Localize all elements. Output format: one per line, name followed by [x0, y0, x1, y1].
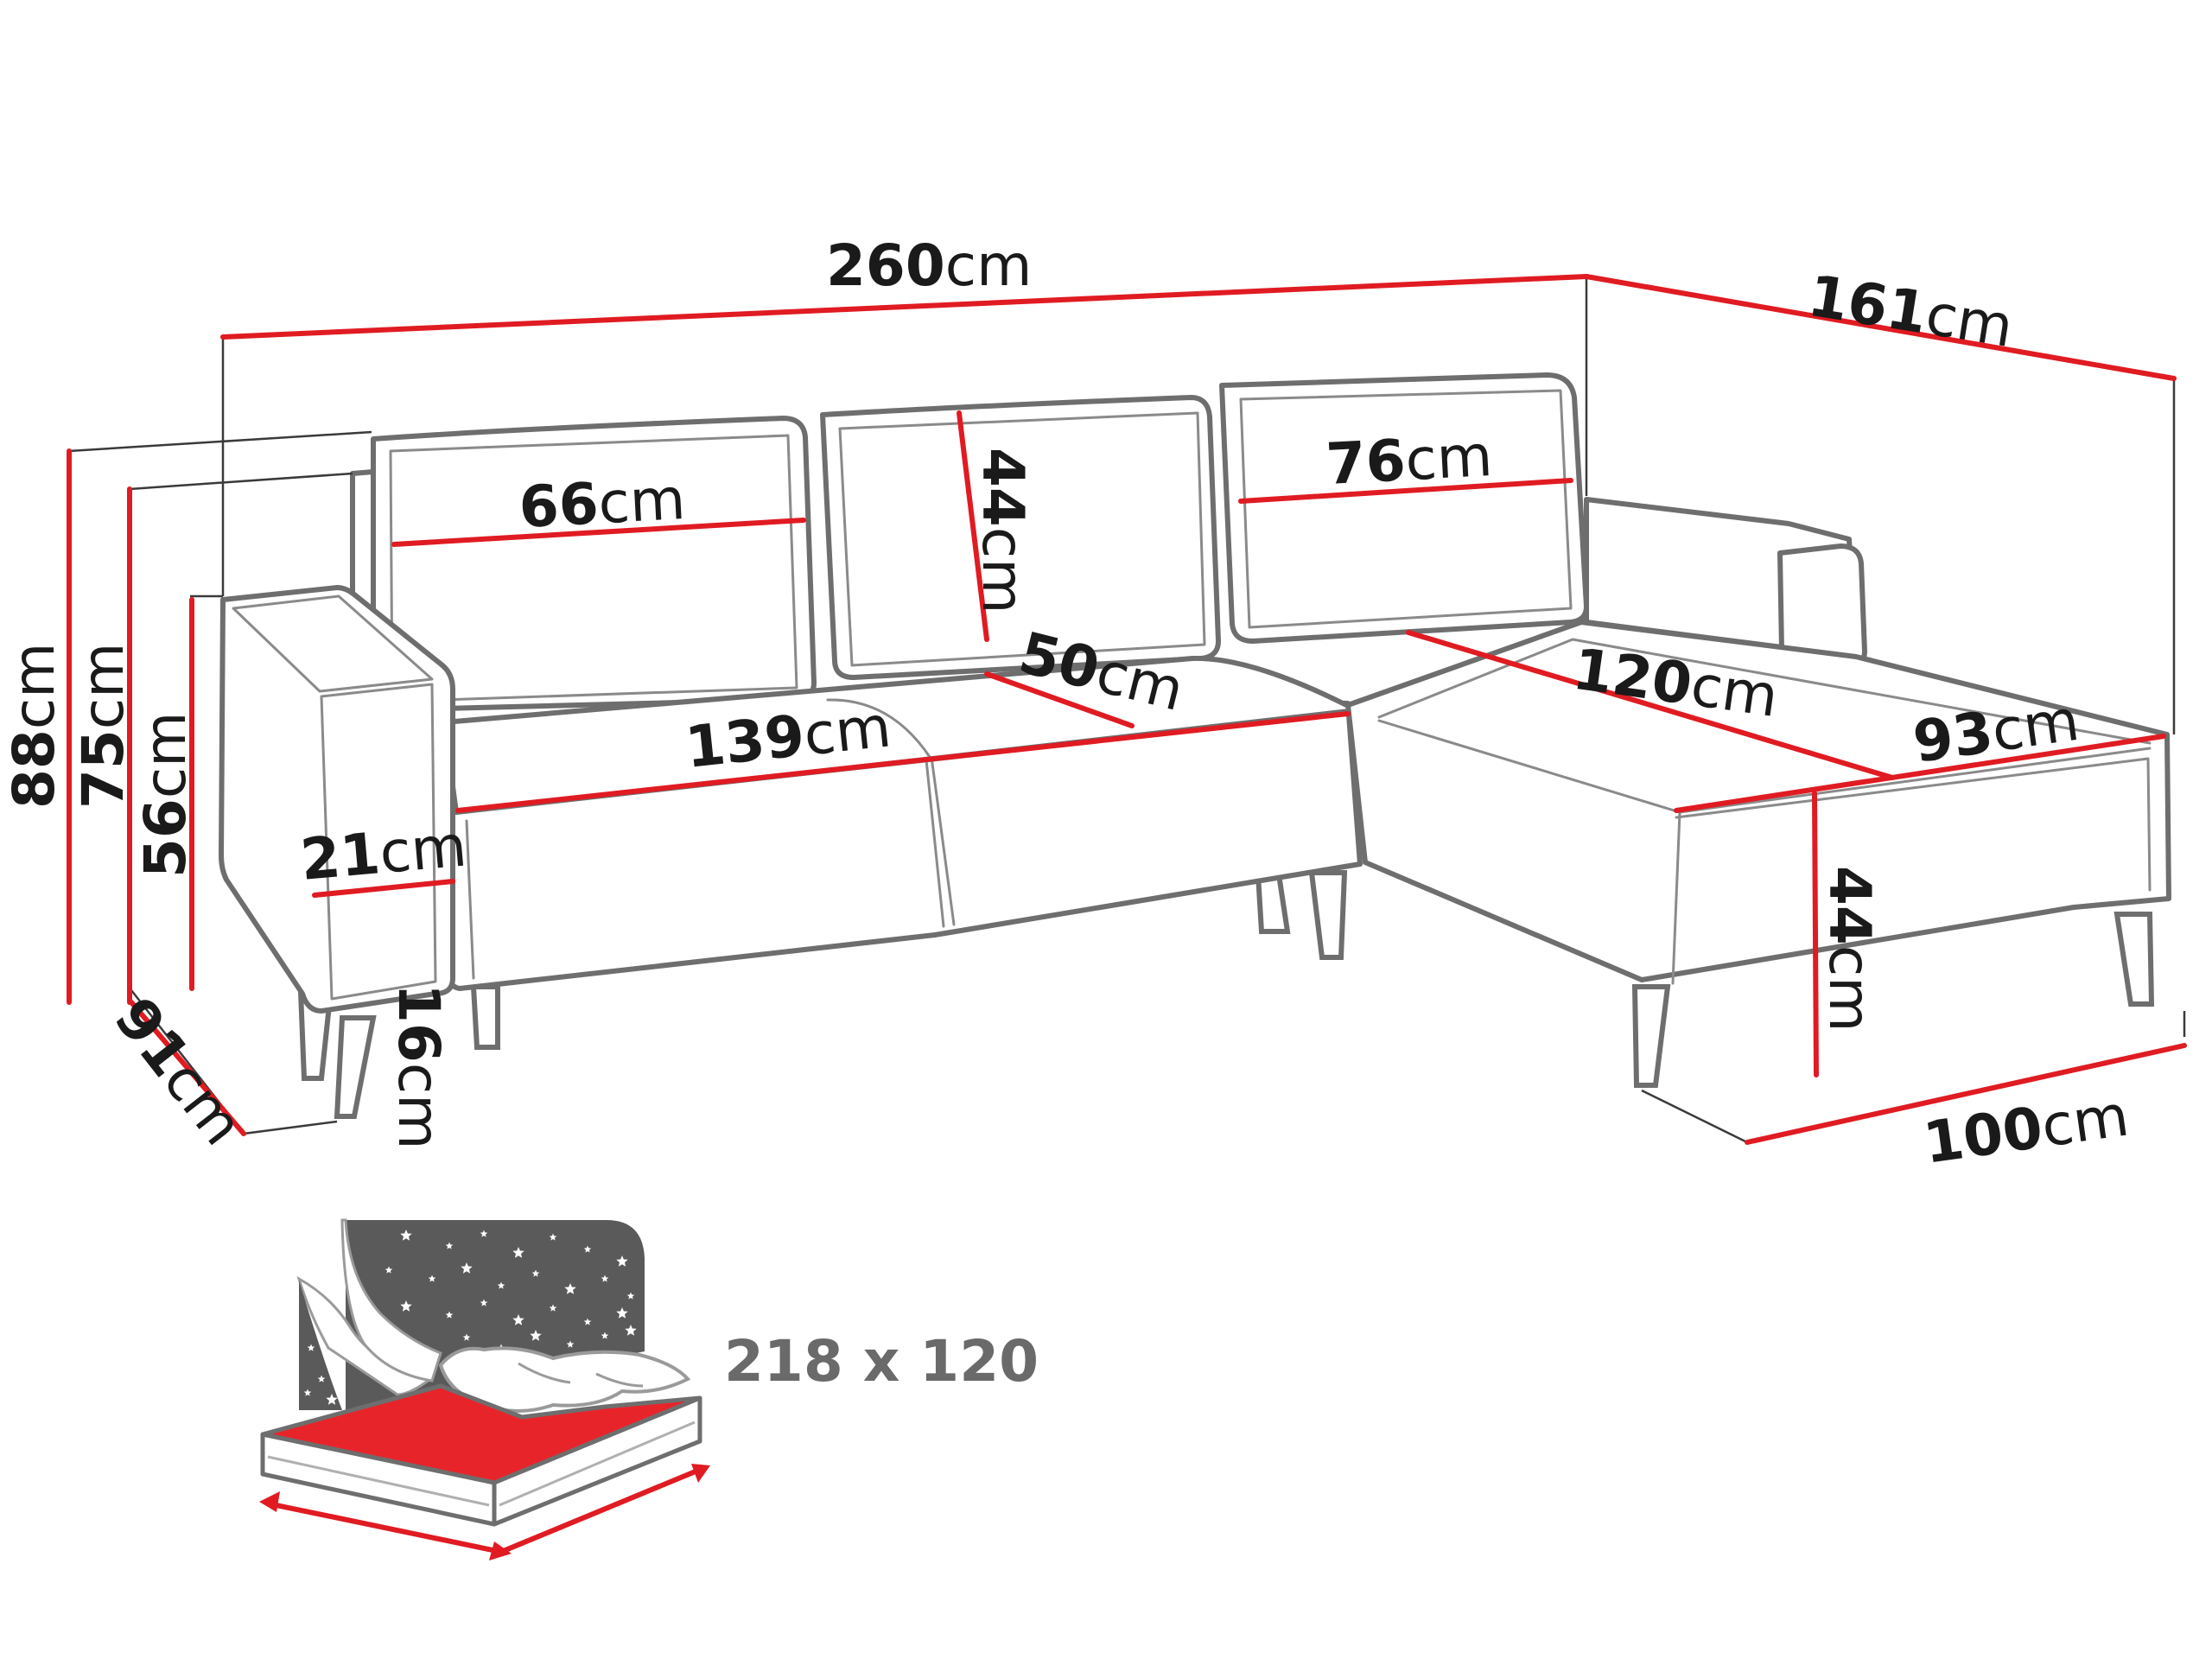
label-back-cushion-height: 44cm	[969, 448, 1036, 613]
star-icon	[400, 1230, 412, 1241]
star-icon	[326, 1394, 338, 1405]
label-armrest-width: 21cm	[298, 812, 469, 893]
dimension-labels: 260cm 161cm 66cm 44cm 76cm 50cm 139cm 12…	[1, 232, 2133, 1177]
label-backrest-height: 75cm	[70, 643, 137, 809]
label-chaise-width: 93cm	[1910, 687, 2083, 776]
label-seat-height: 44cm	[1816, 866, 1883, 1032]
star-icon	[626, 1292, 635, 1300]
dim-line-100	[1745, 1043, 2187, 1145]
dimension-lines	[67, 274, 2187, 1145]
sofa-leg	[334, 1015, 377, 1119]
sleeping-area-size: 218 x 120	[724, 1328, 1039, 1395]
label-seat-width: 139cm	[683, 693, 894, 780]
star-icon	[445, 1242, 454, 1249]
sofa-leg	[1631, 984, 1671, 1088]
dim-line-21	[312, 879, 455, 898]
label-back-cushion-left: 66cm	[518, 466, 687, 541]
dim-line-44-seat	[1812, 791, 1819, 1077]
label-total-width: 260cm	[826, 232, 1032, 299]
star-icon	[616, 1255, 628, 1267]
star-icon	[307, 1344, 315, 1351]
star-icon	[497, 1281, 505, 1289]
star-icon	[480, 1230, 488, 1237]
sofa-drawing	[219, 372, 2171, 1119]
star-icon	[531, 1269, 540, 1277]
star-icon	[601, 1274, 609, 1282]
stars	[303, 1230, 637, 1405]
dim-line-44-back	[957, 410, 989, 642]
star-icon	[530, 1330, 542, 1341]
dim-line-260	[220, 274, 1589, 340]
dim-line-93	[1674, 734, 2166, 813]
label-back-cushion-right: 76cm	[1325, 423, 1494, 498]
label-chaise-length: 120cm	[1569, 636, 1783, 730]
sofa-leg	[1255, 872, 1291, 934]
star-icon	[566, 1340, 575, 1348]
star-icon	[625, 1325, 637, 1336]
star-icon	[549, 1233, 557, 1241]
star-icon	[462, 1333, 471, 1341]
star-icon	[564, 1283, 576, 1294]
star-icon	[616, 1307, 628, 1319]
star-icon	[461, 1262, 473, 1274]
star-icon	[385, 1266, 393, 1274]
dim-line-76	[1238, 478, 1573, 504]
label-chaise-depth: 161cm	[1803, 263, 2017, 360]
star-icon	[512, 1247, 524, 1258]
dim-line-161	[1584, 274, 2177, 381]
star-icon	[400, 1300, 412, 1312]
star-icon	[317, 1375, 326, 1382]
label-armrest-height: 56cm	[132, 712, 199, 878]
dim-line-50	[984, 671, 1135, 728]
label-chaise-front-width: 100cm	[1920, 1082, 2133, 1176]
label-total-height: 88cm	[1, 643, 67, 809]
sofa-leg	[470, 984, 500, 1050]
sofa-leg	[2113, 912, 2155, 1007]
back-cushion-right	[1219, 372, 1589, 644]
sleep-function-icon	[259, 1218, 710, 1560]
star-icon	[428, 1274, 436, 1282]
star-icon	[480, 1299, 488, 1306]
left-armrest	[219, 585, 455, 1014]
label-leg-height: 16cm	[385, 983, 452, 1149]
sofa-leg	[1308, 870, 1348, 960]
dim-line-66	[391, 518, 806, 547]
dim-line-120	[1406, 630, 1895, 780]
dim-line-139	[455, 711, 1351, 813]
label-depth: 91cm	[101, 985, 256, 1157]
star-icon	[601, 1332, 609, 1339]
star-icon	[549, 1304, 557, 1312]
star-icon	[445, 1311, 454, 1319]
star-icon	[583, 1318, 592, 1325]
star-icon	[583, 1245, 592, 1253]
back-cushion-middle	[820, 395, 1221, 680]
star-icon	[303, 1389, 312, 1396]
star-icon	[512, 1314, 524, 1325]
dim-line-91	[129, 1000, 246, 1136]
